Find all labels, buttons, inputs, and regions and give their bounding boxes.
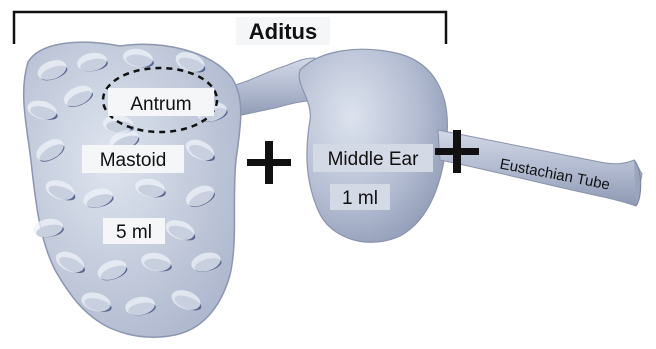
mastoid-label: Mastoid [100, 150, 167, 171]
plus-sign-left [247, 141, 291, 184]
antrum-label: Antrum [130, 94, 191, 115]
aditus-bracket [14, 12, 446, 44]
middle-ear-volume-label: 1 ml [342, 188, 378, 209]
mastoid-volume-label: 5 ml [116, 222, 152, 243]
aditus-label: Aditus [249, 19, 317, 44]
middle-ear-label: Middle Ear [328, 149, 419, 170]
